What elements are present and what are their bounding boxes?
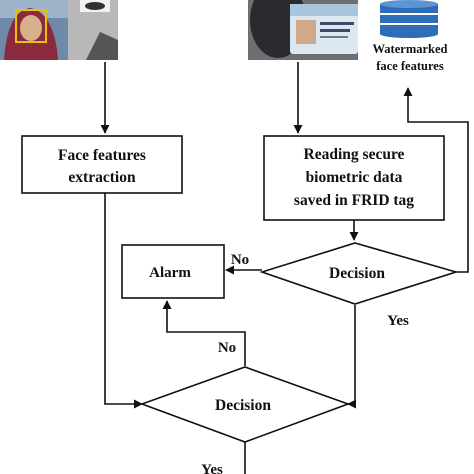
edge-decision-to-database: [403, 87, 469, 273]
edge-label-top-yes: Yes: [387, 313, 409, 329]
reading-box: [263, 135, 445, 221]
edge-label-bottom-yes: Yes: [201, 462, 223, 474]
alarm-box: [121, 244, 225, 299]
decision-top-label: Decision: [329, 265, 385, 282]
watermarked-label-line1: Watermarked: [373, 42, 448, 56]
reading-line2: biometric data: [306, 169, 403, 186]
edge-label-bottom-no: No: [218, 340, 236, 356]
database-icon: [380, 0, 438, 38]
face-extraction-line2: extraction: [68, 169, 136, 186]
connectors: [100, 62, 469, 474]
edge-extraction-to-bottom: [104, 193, 143, 409]
face-detection-box: [15, 9, 47, 43]
decision-bottom-diamond: [139, 366, 351, 443]
decision-top-diamond: [259, 242, 459, 305]
scanner-icon: [68, 0, 118, 60]
watermarked-label-line2: face features: [376, 59, 444, 73]
reading-line1: Reading secure: [304, 146, 405, 163]
face-extraction-box: [21, 135, 183, 194]
face-extraction-line1: Face features: [58, 147, 146, 164]
edge-bottom-no-to-alarm: [162, 300, 246, 366]
reading-line3: saved in FRID tag: [294, 192, 414, 209]
alarm-label: Alarm: [149, 265, 191, 281]
face-photo: [0, 0, 68, 60]
decision-bottom-label: Decision: [215, 397, 271, 414]
edge-top-yes-to-bottom: [347, 305, 357, 409]
edge-label-top-no: No: [231, 252, 249, 268]
id-card-photo: [248, 0, 358, 60]
